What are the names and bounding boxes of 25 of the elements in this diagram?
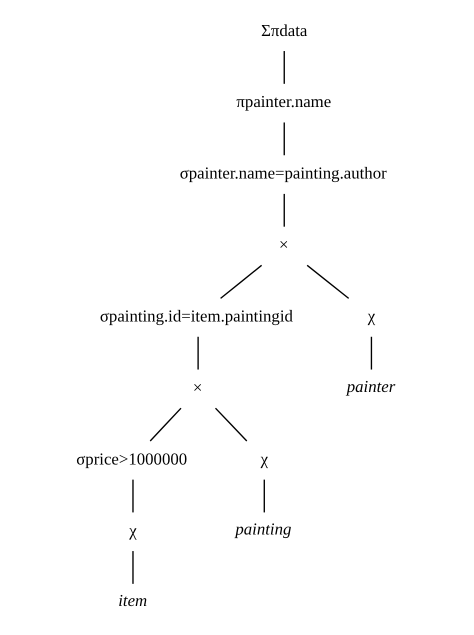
connector [283,122,284,156]
connector [149,408,181,442]
node-text: σprice>1000000 [76,449,187,468]
node-text: πpainter.name [236,92,331,112]
connector [306,264,349,299]
node-text: χ [260,449,268,468]
connector [132,551,134,584]
connector [214,408,247,442]
node-text: painter [346,376,395,396]
connector [196,336,198,370]
node-text: χ [128,520,136,540]
node-text: σpainting.id=item.paintingid [99,306,292,326]
connector [283,51,284,84]
connector [132,480,134,512]
node-text: × [278,235,288,254]
connector [220,264,262,299]
node-text: χ [367,306,375,326]
node-text: painting [234,520,291,539]
node-text: Σπdata [260,20,307,40]
node-text: item [118,591,147,610]
connector [370,336,372,370]
connector [263,480,264,512]
connector [283,194,284,227]
node-text: × [192,378,202,397]
node-text: σpainter.name=painting.author [179,164,386,183]
